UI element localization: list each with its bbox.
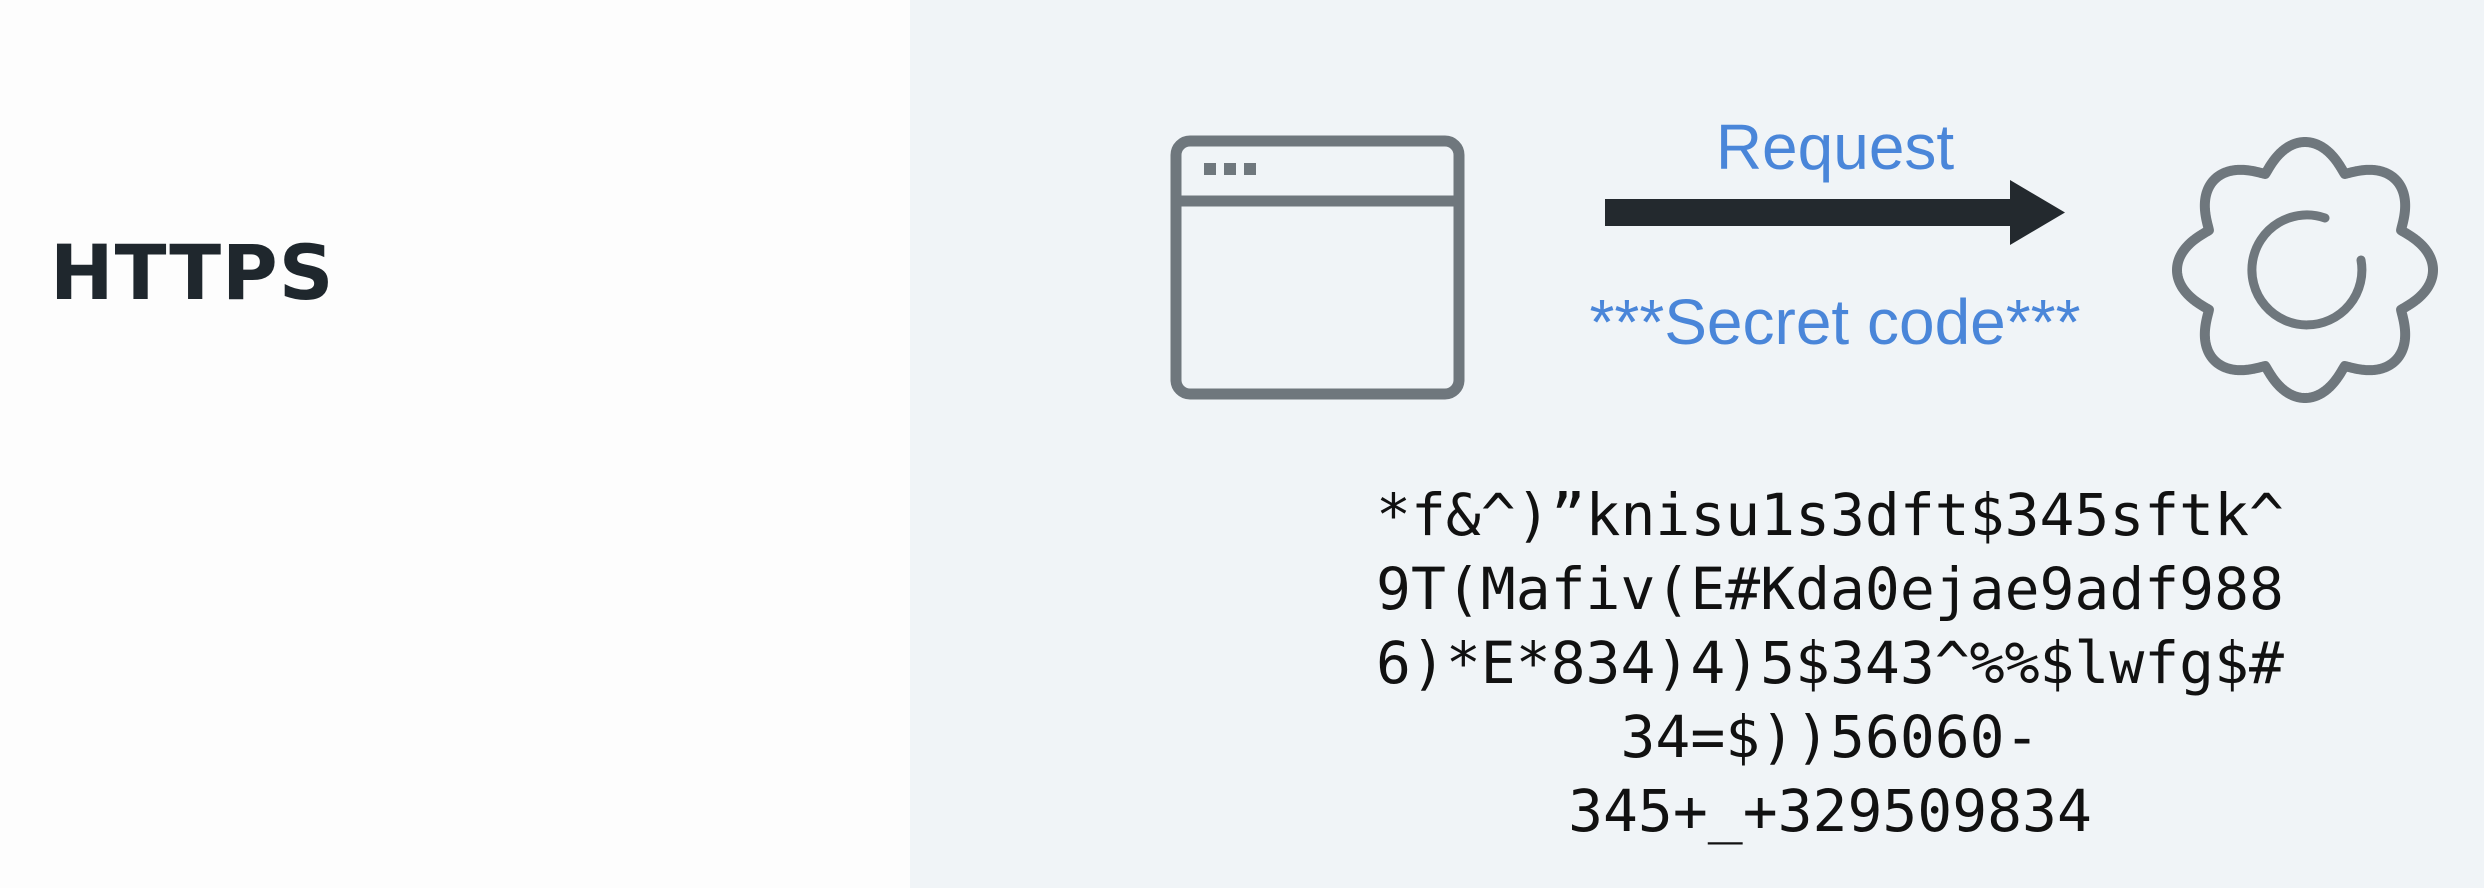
gear-icon: [2172, 137, 2438, 403]
left-panel: HTTPS: [0, 0, 910, 888]
encrypted-text-line: 34=$))56060-: [1620, 703, 2040, 771]
encrypted-text-line: 9T(Mafiv(E#Kda0ejae9adf988: [1376, 555, 2284, 623]
encrypted-text-line: 345+_+329509834: [1568, 777, 2092, 845]
encrypted-text-line: 6)*E*834)4)5$343^%%$lwfg$#: [1376, 629, 2284, 697]
encrypted-text-line: *f&^)”knisu1s3dft$345sftk^: [1376, 481, 2284, 549]
secret-code-label: ***Secret code***: [1589, 286, 2081, 358]
arrow-right-icon: [1605, 180, 2065, 245]
browser-window-icon: [1170, 135, 1465, 400]
slide-title: HTTPS: [50, 228, 335, 317]
request-label: Request: [1715, 111, 1955, 183]
encrypted-text: *f&^)”knisu1s3dft$345sftk^ 9T(Mafiv(E#Kd…: [1290, 478, 2370, 848]
